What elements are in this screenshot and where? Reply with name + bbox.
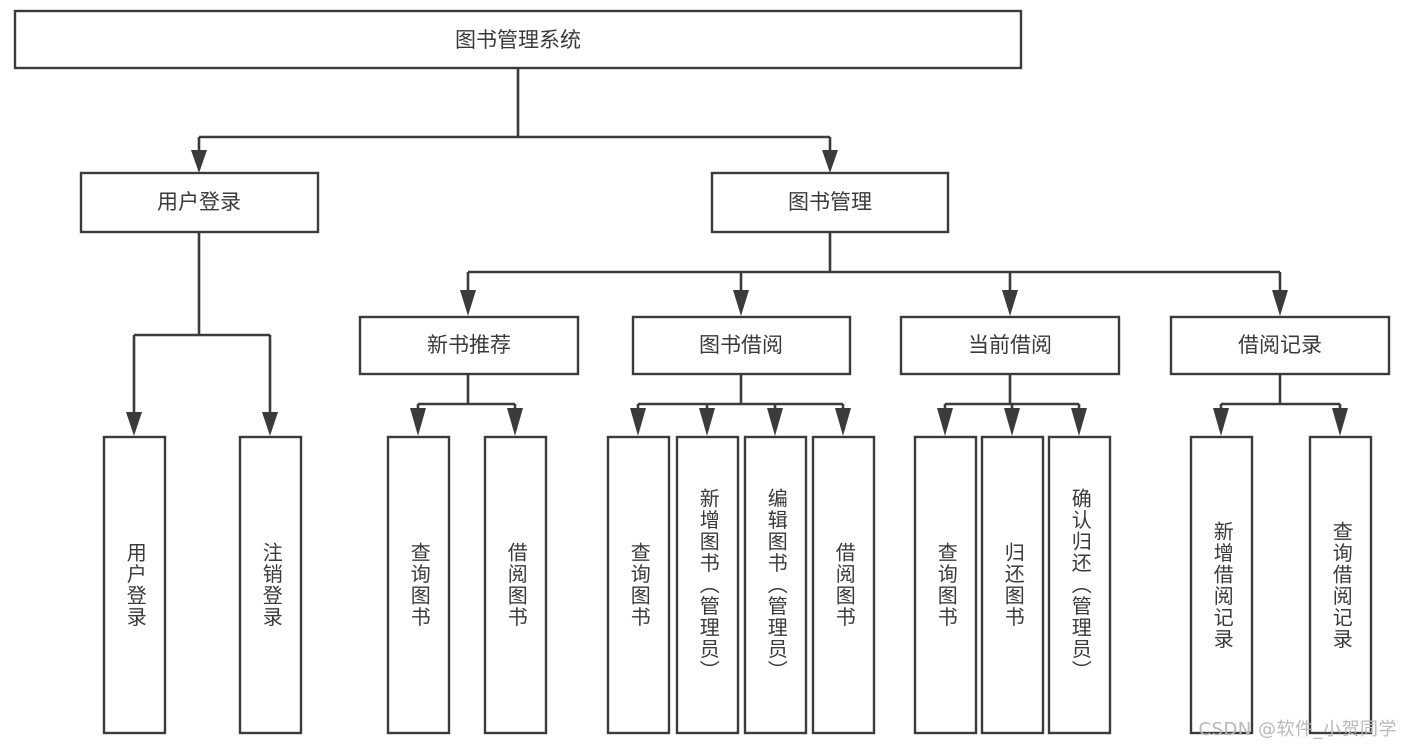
arrow-bm-to-borrowrecord bbox=[1272, 290, 1288, 316]
arrow-bm-to-currentborrow bbox=[1002, 290, 1018, 316]
arrow-bb-leaf-1 bbox=[630, 408, 646, 436]
node-layer bbox=[13, 9, 1391, 735]
node-root-label: 图书管理系统 bbox=[455, 28, 581, 52]
node-current-borrow-box[interactable] bbox=[899, 315, 1121, 376]
node-root-box[interactable] bbox=[13, 9, 1023, 70]
node-leaf-confirm-return-box[interactable] bbox=[1047, 435, 1112, 735]
arrow-newbook-leaf-1 bbox=[410, 408, 426, 436]
node-current-borrow-label: 当前借阅 bbox=[968, 333, 1052, 357]
arrow-userlogin-leaf-2 bbox=[262, 412, 278, 436]
arrow-cb-leaf-1 bbox=[937, 408, 953, 436]
node-leaf-query-record-box[interactable] bbox=[1308, 435, 1373, 735]
node-leaf-edit-book-box[interactable] bbox=[743, 435, 808, 735]
arrow-bb-leaf-2 bbox=[699, 408, 715, 436]
arrow-root-to-userlogin bbox=[191, 150, 207, 173]
node-leaf-return-book-box[interactable] bbox=[980, 435, 1045, 735]
node-borrow-record-box[interactable] bbox=[1169, 315, 1391, 376]
node-borrow-record-label: 借阅记录 bbox=[1238, 333, 1322, 357]
arrow-bb-leaf-3 bbox=[767, 408, 783, 436]
node-leaf-query-book-1-box[interactable] bbox=[386, 435, 451, 735]
node-book-borrow-box[interactable] bbox=[631, 315, 852, 376]
label-layer: 图书管理系统 用户登录 图书管理 新书推荐 图书借阅 当前借阅 借阅记录 bbox=[157, 28, 1322, 357]
arrow-br-leaf-2 bbox=[1332, 408, 1348, 436]
node-leaf-borrow-book-1-box[interactable] bbox=[483, 435, 548, 735]
node-leaf-query-book-2-box[interactable] bbox=[606, 435, 671, 735]
arrow-cb-leaf-2 bbox=[1004, 408, 1020, 436]
arrow-cb-leaf-3 bbox=[1071, 408, 1087, 436]
node-book-borrow-label: 图书借阅 bbox=[699, 333, 783, 357]
node-book-manage-label: 图书管理 bbox=[788, 190, 872, 214]
node-new-book-recommend-label: 新书推荐 bbox=[427, 333, 511, 357]
arrow-userlogin-leaf-1 bbox=[126, 412, 142, 436]
node-leaf-user-logout-box[interactable] bbox=[238, 435, 303, 735]
connector-layer bbox=[126, 68, 1348, 436]
node-new-book-recommend-box[interactable] bbox=[358, 315, 580, 376]
node-leaf-add-record-box[interactable] bbox=[1189, 435, 1254, 735]
arrow-br-leaf-1 bbox=[1213, 408, 1229, 436]
arrow-bm-to-newbook bbox=[460, 290, 476, 316]
arrow-root-to-bookmanage bbox=[822, 150, 838, 173]
watermark-text: CSDN @软件_小贺同学 bbox=[1198, 719, 1397, 740]
node-leaf-user-login-box[interactable] bbox=[102, 435, 167, 735]
node-leaf-borrow-book-2-box[interactable] bbox=[811, 435, 876, 735]
node-user-login-box[interactable] bbox=[79, 171, 320, 234]
node-leaf-add-book-box[interactable] bbox=[675, 435, 740, 735]
node-book-manage-box[interactable] bbox=[710, 171, 950, 234]
arrow-newbook-leaf-2 bbox=[507, 408, 523, 436]
arrow-bb-leaf-4 bbox=[835, 408, 851, 436]
node-leaf-query-book-3-box[interactable] bbox=[913, 435, 978, 735]
arrow-bm-to-bookborrow bbox=[733, 290, 749, 316]
node-user-login-label: 用户登录 bbox=[157, 190, 241, 214]
